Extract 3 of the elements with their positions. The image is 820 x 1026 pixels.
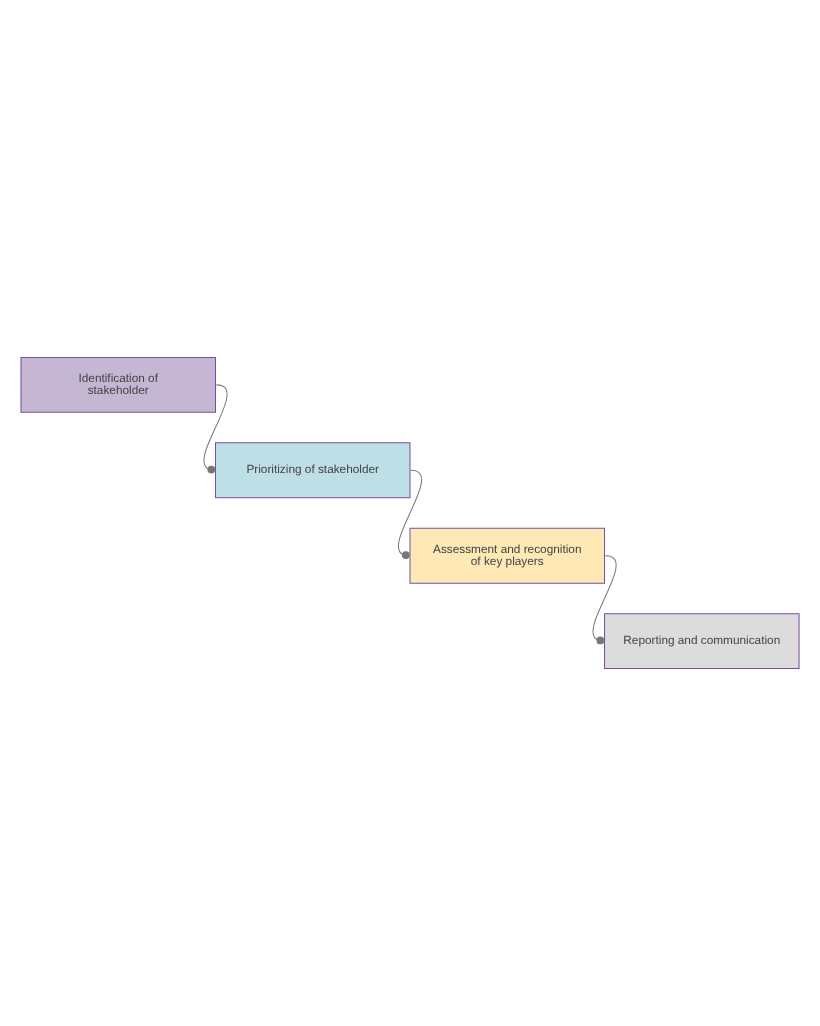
connector bbox=[592, 555, 617, 645]
connector bbox=[397, 469, 422, 559]
connector bbox=[203, 384, 228, 474]
